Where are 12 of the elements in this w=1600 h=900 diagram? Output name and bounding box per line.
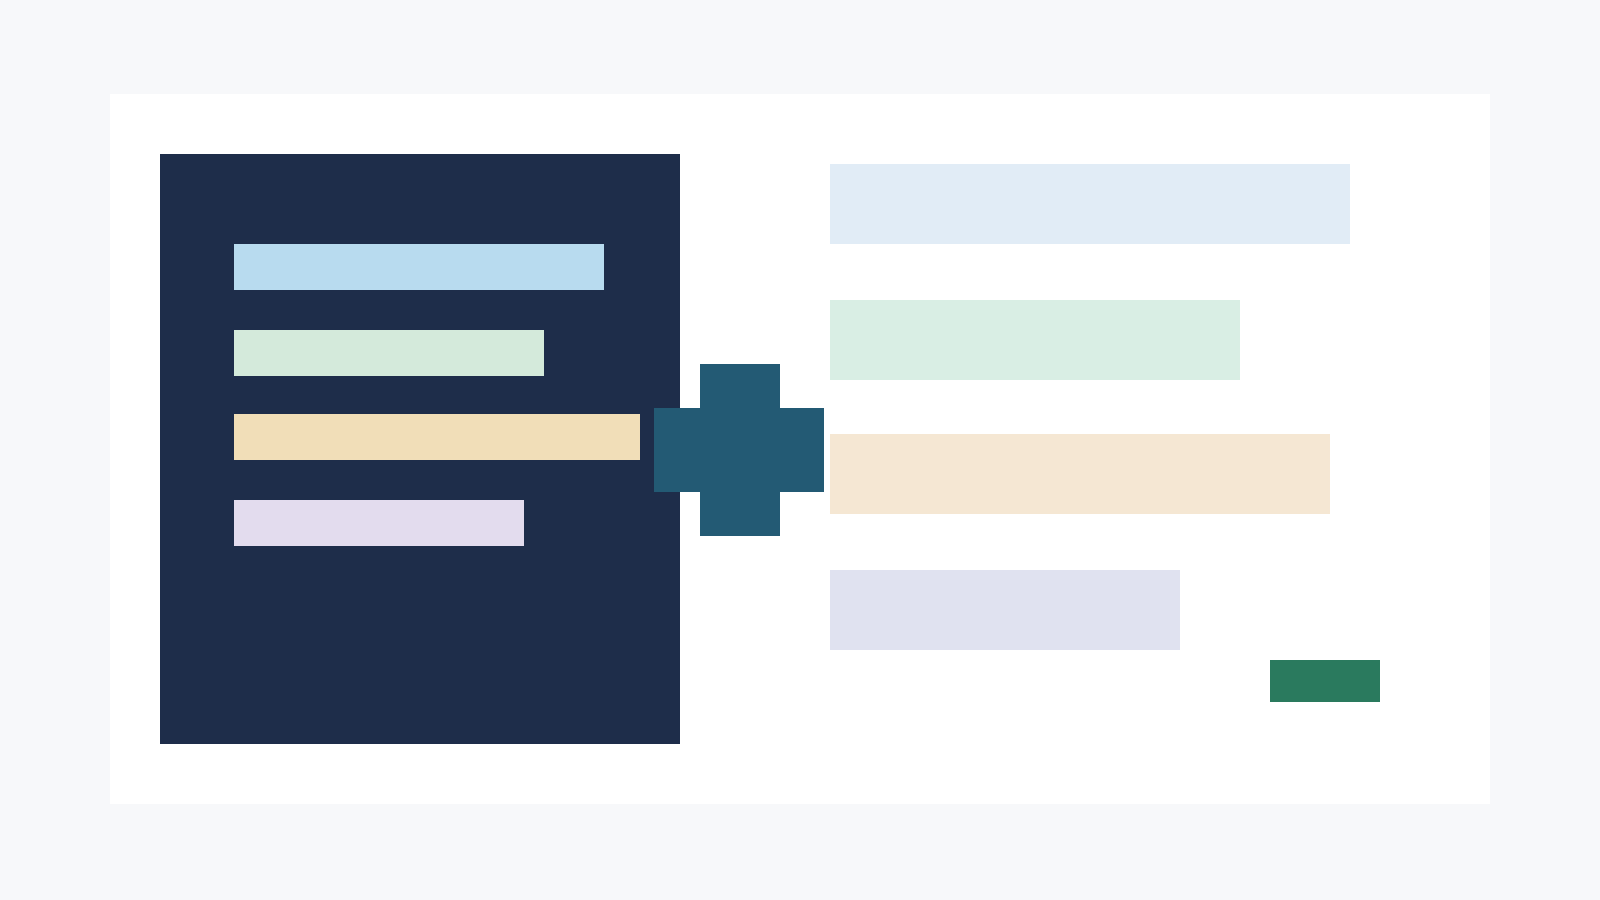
bar [830,434,1330,514]
bar [234,244,604,290]
bar [830,570,1180,650]
card-background [110,94,1490,804]
bar [234,330,544,376]
bar [1270,660,1380,702]
bar [234,500,524,546]
dark-panel [160,154,680,744]
bar [830,164,1350,244]
plus-icon [654,364,824,536]
bar [234,414,640,460]
bar [830,300,1240,380]
